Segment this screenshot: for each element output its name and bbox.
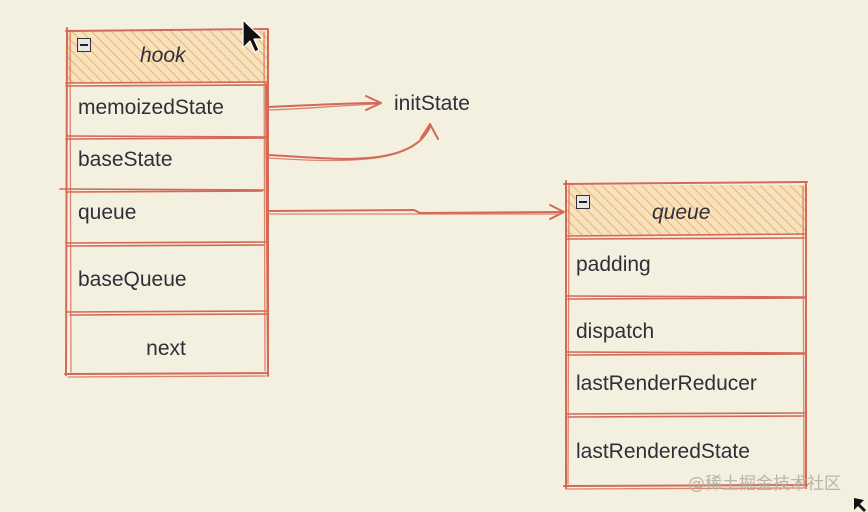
queue-row-dividers (565, 233, 807, 418)
mouse-pointer-icon (242, 19, 264, 53)
watermark-text: @稀土掘金技术社区 (688, 474, 841, 494)
hook-header-fill (67, 31, 267, 83)
hook-field-next: next (146, 337, 186, 360)
queue-field-lastrenderedstate: lastRenderedState (576, 440, 750, 463)
arrow-basestate-to-initstate (267, 123, 439, 162)
queue-title: queue (652, 201, 711, 224)
queue-field-lastrenderreducer: lastRenderReducer (576, 372, 757, 395)
hook-row-dividers (59, 81, 269, 316)
hook-field-basequeue: baseQueue (78, 268, 187, 291)
queue-outline (563, 180, 808, 489)
hook-field-queue: queue (78, 201, 137, 224)
queue-header-fill (566, 185, 806, 235)
arrow-memoizedstate-to-initstate (267, 95, 382, 111)
queue-field-dispatch: dispatch (576, 320, 655, 343)
init-state-label: initState (394, 92, 470, 115)
resize-arrow-icon (854, 498, 866, 512)
queue-collapse-minus-square-icon[interactable] (576, 195, 590, 209)
queue-outline-second-pass (565, 184, 805, 490)
hook-box (59, 27, 269, 378)
hook-title: hook (140, 44, 186, 67)
queue-box (563, 180, 808, 490)
hook-field-memoizedstate: memoizedState (78, 96, 224, 119)
hook-collapse-minus-square-icon[interactable] (77, 38, 91, 52)
hook-outline (64, 27, 269, 377)
arrow-queue-to-queue-box (267, 204, 565, 220)
queue-field-padding: padding (576, 253, 651, 276)
hook-field-basestate: baseState (78, 148, 173, 171)
